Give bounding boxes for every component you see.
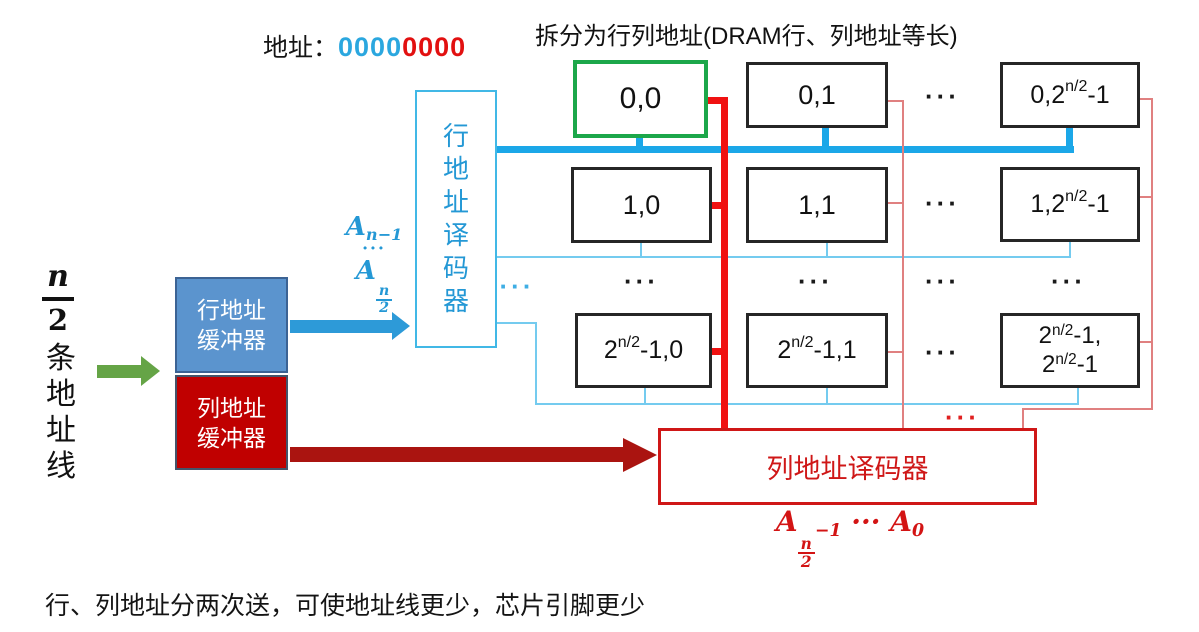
memory-cell-0-1: 0,1 bbox=[746, 62, 888, 128]
fraction-numerator: n bbox=[47, 259, 69, 294]
memory-cell-last-last: 2n/2-1, 2n/2-1 bbox=[1000, 313, 1140, 388]
row-select-line-last-seg-b bbox=[535, 322, 537, 405]
col-select-line-0-stub-r1 bbox=[708, 97, 721, 104]
diagram-title: 拆分为行列地址(DRAM行、列地址等长) bbox=[535, 23, 958, 50]
col-select-line-0-stub-r2 bbox=[712, 202, 721, 209]
fraction-bar bbox=[42, 297, 74, 301]
dark-red-arrow-head bbox=[623, 438, 657, 472]
memory-cell-1-0: 1,0 bbox=[571, 167, 712, 243]
address-label: 地址： bbox=[263, 34, 339, 62]
grid-dots-r3c2: ··· bbox=[798, 266, 833, 296]
row-lines-dots: ··· bbox=[499, 271, 535, 301]
row-buffer-label-line2: 缓冲器 bbox=[197, 327, 266, 353]
blue-arrow-head bbox=[392, 312, 410, 340]
row-select-line-last bbox=[535, 403, 1079, 405]
row-select-line-1-stub-c1 bbox=[640, 243, 642, 256]
row-select-line-0-stub-c4 bbox=[1066, 128, 1073, 153]
column-address-buffer-box: 列地址 缓冲器 bbox=[175, 375, 288, 470]
row-select-line-last-stub-c4 bbox=[1077, 386, 1079, 405]
col-buffer-label-line1: 列地址 bbox=[197, 394, 266, 421]
row-bits-high: An−1 bbox=[345, 212, 403, 244]
dark-red-arrow-shaft bbox=[290, 447, 623, 462]
n-over-2-label: n 2 bbox=[40, 260, 76, 336]
address-lines-vertical-label: 条地址线 bbox=[46, 342, 76, 483]
address-col-bits: 0000 bbox=[402, 32, 467, 62]
grid-dots-r3c4: ··· bbox=[1051, 266, 1086, 296]
memory-cell-last-last-line2: 2n/2-1 bbox=[1041, 350, 1099, 378]
col-select-line-1-stub-r1 bbox=[888, 100, 902, 102]
row-select-line-0 bbox=[497, 146, 1074, 153]
col-select-line-1 bbox=[902, 100, 904, 428]
row-select-line-last-stub-c1 bbox=[644, 388, 646, 403]
column-address-decoder-box: 列地址译码器 bbox=[658, 428, 1037, 505]
fraction-denominator: 2 bbox=[47, 303, 69, 337]
row-bits-ellipsis: ··· bbox=[362, 239, 386, 259]
row-address-buffer-box: 行地址 缓冲器 bbox=[175, 277, 288, 373]
grid-dots-r1: ··· bbox=[925, 81, 960, 111]
row-select-line-1-stub-c4 bbox=[1069, 242, 1071, 257]
grid-dots-r4: ··· bbox=[925, 337, 960, 367]
col-select-line-0-stub-r4 bbox=[712, 348, 721, 355]
row-select-line-last-stub-c2 bbox=[826, 388, 828, 403]
row-address-decoder-box: 行地址译码器 bbox=[415, 90, 497, 348]
bottom-caption: 行、列地址分两次送，可使地址线更少，芯片引脚更少 bbox=[45, 592, 646, 620]
memory-cell-0-0: 0,0 bbox=[573, 60, 708, 138]
col-buffer-label-line2: 缓冲器 bbox=[197, 424, 266, 451]
col-select-line-last-stub-r4 bbox=[1139, 341, 1151, 343]
memory-cell-1-1: 1,1 bbox=[746, 167, 888, 243]
grid-dots-r3c3: ··· bbox=[925, 266, 960, 296]
green-arrow-shaft bbox=[97, 365, 141, 378]
col-lines-dots: ··· bbox=[945, 402, 980, 432]
grid-dots-r3c1: ··· bbox=[624, 266, 659, 296]
row-buffer-label-line1: 行地址 bbox=[197, 297, 266, 323]
row-select-line-0-stub-c2 bbox=[822, 128, 829, 146]
grid-dots-r2: ··· bbox=[925, 188, 960, 218]
row-select-line-last-seg-a bbox=[497, 322, 537, 324]
col-select-line-last bbox=[1151, 98, 1153, 410]
row-select-line-0-stub-c1 bbox=[636, 138, 643, 146]
green-arrow-head bbox=[141, 356, 160, 386]
row-select-line-1-stub-c2 bbox=[826, 243, 828, 256]
memory-cell-last-last-line1: 2n/2-1, bbox=[1038, 321, 1102, 349]
col-select-line-last-route-v bbox=[1022, 408, 1024, 428]
col-select-line-0 bbox=[721, 97, 728, 428]
col-select-line-last-route-h bbox=[1022, 408, 1153, 410]
address-row-bits: 0000 bbox=[338, 32, 403, 62]
col-select-line-last-stub-r2 bbox=[1139, 196, 1151, 198]
blue-arrow-shaft bbox=[290, 320, 392, 333]
col-select-line-1-stub-r2 bbox=[888, 202, 902, 204]
column-decoder-label: 列地址译码器 bbox=[766, 454, 929, 484]
address-line: 地址： 0000 0000 bbox=[263, 28, 466, 64]
col-select-line-last-stub-r1 bbox=[1139, 98, 1151, 100]
col-select-line-1-stub-r4 bbox=[888, 351, 902, 353]
row-select-line-1 bbox=[497, 256, 1071, 258]
